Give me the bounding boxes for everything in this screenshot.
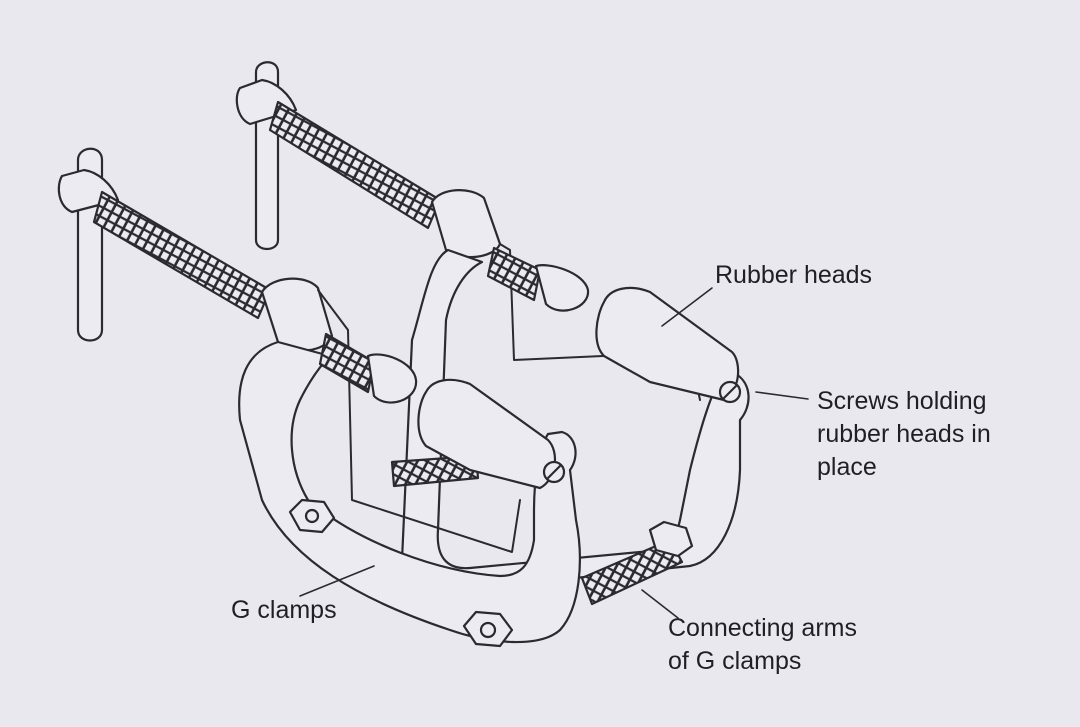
hex-nut-rod <box>648 520 694 558</box>
back-threaded-screw <box>268 100 442 230</box>
label-connecting-arms: Connecting arms of G clamps <box>668 612 857 678</box>
label-connecting-arms-line-2: of G clamps <box>668 647 802 675</box>
front-frame-collar <box>260 277 334 352</box>
label-screws: Screws holding rubber heads in place <box>817 385 991 484</box>
back-frame-collar <box>430 189 502 259</box>
label-connecting-arms-line-1: Connecting arms <box>668 614 857 642</box>
label-g-clamps: G clamps <box>231 594 337 627</box>
label-rubber-heads: Rubber heads <box>715 259 872 292</box>
connecting-arm-lower <box>580 538 684 606</box>
label-g-clamps-text: G clamps <box>231 596 337 624</box>
back-swivel-pad <box>534 264 590 312</box>
leader-rubber-heads <box>661 287 713 327</box>
front-frame-body <box>238 340 581 644</box>
leader-connecting-arms <box>641 589 679 619</box>
front-g-clamp <box>57 147 694 648</box>
front-swivel-pad <box>366 353 418 404</box>
back-g-clamp <box>235 61 750 594</box>
label-screws-line-2: rubber heads in <box>817 420 991 448</box>
leader-screws <box>755 391 809 400</box>
back-rubber-head <box>595 286 740 402</box>
label-rubber-heads-text: Rubber heads <box>715 261 873 289</box>
hex-nut-lower <box>462 610 514 648</box>
label-screws-line-3: place <box>817 453 877 481</box>
front-threaded-screw <box>92 190 272 320</box>
leader-lines <box>299 287 809 619</box>
hex-nut-upper <box>288 498 336 534</box>
back-screw-tip <box>486 246 542 302</box>
front-screw-tip <box>318 332 376 394</box>
leader-g-clamps <box>299 565 375 597</box>
label-screws-line-1: Screws holding <box>817 387 987 415</box>
